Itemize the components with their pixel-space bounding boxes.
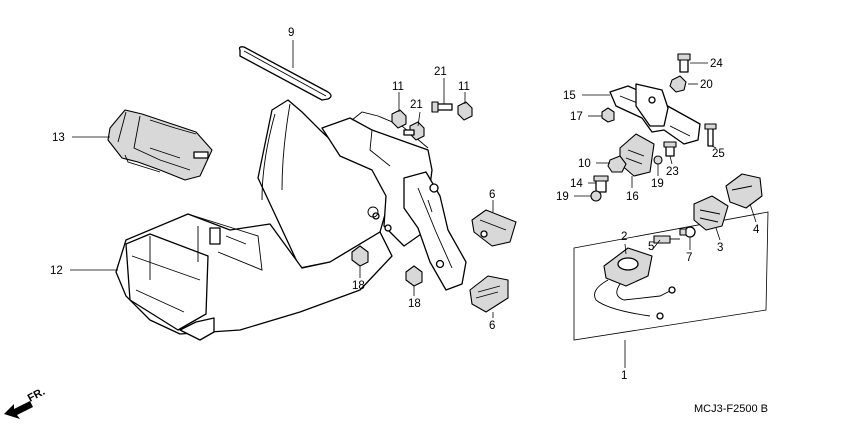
callout-17: 17 xyxy=(570,111,583,123)
callout-labels: 9 13 12 11 11 21 21 18 18 6 6 15 17 10 1… xyxy=(50,27,760,382)
part-7-bulb xyxy=(679,226,696,238)
part-6-reflector-upper xyxy=(471,209,517,247)
callout-2: 2 xyxy=(621,231,627,243)
part-21-bolt-top xyxy=(431,101,453,113)
part-23-screw xyxy=(663,141,677,157)
part-21-bolt-lower xyxy=(403,121,425,141)
part-25-screw xyxy=(704,123,717,147)
callout-25: 25 xyxy=(712,148,725,160)
callout-21-top: 21 xyxy=(434,66,447,78)
part-13-cover xyxy=(107,109,213,181)
callout-4: 4 xyxy=(753,224,760,236)
callout-5: 5 xyxy=(648,241,654,253)
callout-7: 7 xyxy=(686,252,692,264)
part-14-screw xyxy=(593,175,609,193)
callout-19-right: 19 xyxy=(651,178,664,190)
callout-14: 14 xyxy=(570,178,583,190)
part-2-socket xyxy=(594,247,676,320)
part-18-nut-right xyxy=(405,265,423,287)
callout-1: 1 xyxy=(621,370,627,382)
part-5-bulb-socket xyxy=(653,235,680,244)
part-4-lens-cover xyxy=(725,173,763,209)
part-20-nut xyxy=(669,75,687,93)
part-24-bolt xyxy=(677,53,691,73)
part-18-nut-left xyxy=(351,245,369,267)
part-11-nut-left xyxy=(391,109,407,129)
part-19-washer-left xyxy=(590,190,602,202)
callout-9: 9 xyxy=(288,27,294,39)
callout-10: 10 xyxy=(578,158,591,170)
part-16-housing xyxy=(619,133,655,177)
part-6-reflector-lower xyxy=(469,275,509,313)
part-11-nut-right xyxy=(457,101,473,121)
callout-19-left: 19 xyxy=(556,191,569,203)
callout-15: 15 xyxy=(563,90,576,102)
callout-12: 12 xyxy=(50,265,63,277)
part-9-seal-strip xyxy=(238,46,332,101)
part-10-grommet xyxy=(607,155,627,173)
part-19-washer-right xyxy=(653,155,663,165)
part-1-assembly-frame xyxy=(573,211,769,341)
callout-6-upper: 6 xyxy=(489,189,495,201)
callout-20: 20 xyxy=(700,79,713,91)
diagram-reference-code: MCJ3-F2500 B xyxy=(694,403,768,415)
callout-16: 16 xyxy=(626,191,639,203)
front-arrow-icon xyxy=(4,401,33,419)
callout-18-right: 18 xyxy=(408,298,421,310)
callout-11-right: 11 xyxy=(458,81,470,93)
callout-21-lower: 21 xyxy=(410,99,423,111)
leader-lines xyxy=(70,40,757,368)
callout-11-left: 11 xyxy=(392,81,404,93)
part-17-nut xyxy=(601,107,615,123)
front-direction-indicator: FR. xyxy=(4,386,47,419)
callout-23: 23 xyxy=(666,166,679,178)
callout-18-left: 18 xyxy=(352,280,365,292)
callout-24: 24 xyxy=(710,58,723,70)
callout-6-lower: 6 xyxy=(489,320,495,332)
callout-3: 3 xyxy=(717,242,723,254)
front-label: FR. xyxy=(26,386,47,405)
part-12-rear-fender xyxy=(115,99,467,341)
part-3-lens xyxy=(693,195,729,231)
callout-13: 13 xyxy=(52,132,65,144)
part-15-bracket xyxy=(609,83,701,145)
